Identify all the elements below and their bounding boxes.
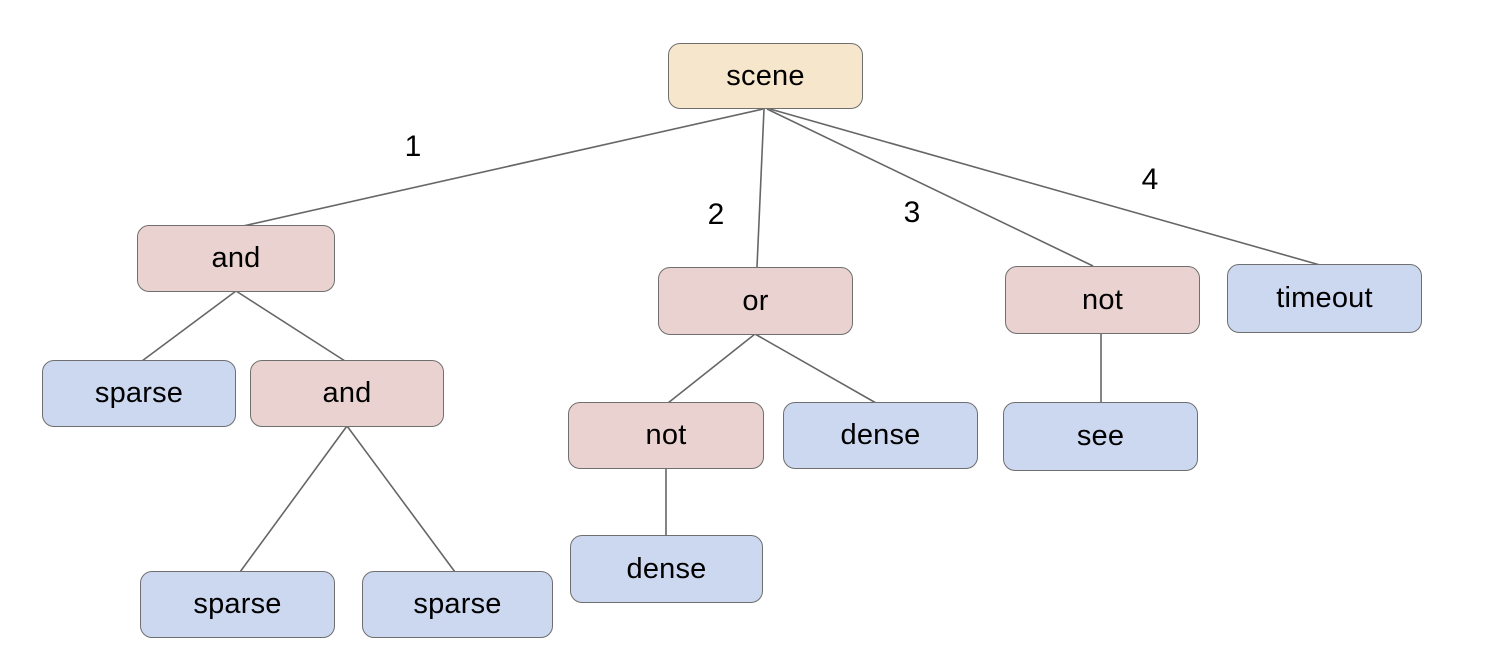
- node-and2: and: [250, 360, 444, 427]
- node-not2: not: [568, 402, 764, 469]
- edge-scene-or1: [756, 108, 765, 268]
- node-label: and: [211, 242, 261, 274]
- node-timeout1: timeout: [1227, 264, 1422, 333]
- edge-label-4: 4: [1141, 163, 1159, 196]
- node-label: timeout: [1276, 282, 1373, 314]
- edge-label-2: 2: [707, 198, 725, 231]
- node-or1: or: [658, 267, 853, 335]
- node-label: see: [1076, 420, 1125, 452]
- node-label: sparse: [413, 588, 502, 620]
- edge-scene-timeout1: [769, 108, 1321, 266]
- node-label: dense: [840, 419, 921, 451]
- node-label: not: [1082, 283, 1123, 316]
- node-label: sparse: [94, 377, 184, 409]
- node-sparse1: sparse: [42, 360, 236, 427]
- node-not1: not: [1005, 266, 1200, 334]
- node-and1: and: [137, 225, 335, 292]
- node-dense1: dense: [783, 402, 978, 469]
- node-label: sparse: [193, 588, 282, 620]
- edge-or1-dense1: [754, 333, 877, 404]
- node-sparse2: sparse: [140, 571, 335, 638]
- edge-and1-sparse1: [141, 290, 237, 362]
- edge-scene-not1: [766, 108, 1094, 267]
- node-label: scene: [726, 59, 805, 92]
- node-label: not: [645, 419, 687, 451]
- edge-or1-not2: [667, 333, 756, 404]
- node-dense2: dense: [570, 535, 763, 603]
- edge-label-1: 1: [404, 130, 422, 163]
- node-label: dense: [626, 552, 707, 585]
- edge-scene-and1: [242, 108, 764, 227]
- node-label: and: [322, 377, 372, 409]
- node-see1: see: [1003, 402, 1198, 471]
- edge-and1-and2: [235, 290, 346, 362]
- edge-and2-sparse2: [239, 425, 348, 573]
- node-scene: scene: [668, 43, 863, 109]
- node-sparse3: sparse: [362, 571, 553, 638]
- node-label: or: [742, 284, 769, 317]
- edge-label-3: 3: [903, 196, 921, 229]
- edge-and2-sparse3: [346, 425, 456, 573]
